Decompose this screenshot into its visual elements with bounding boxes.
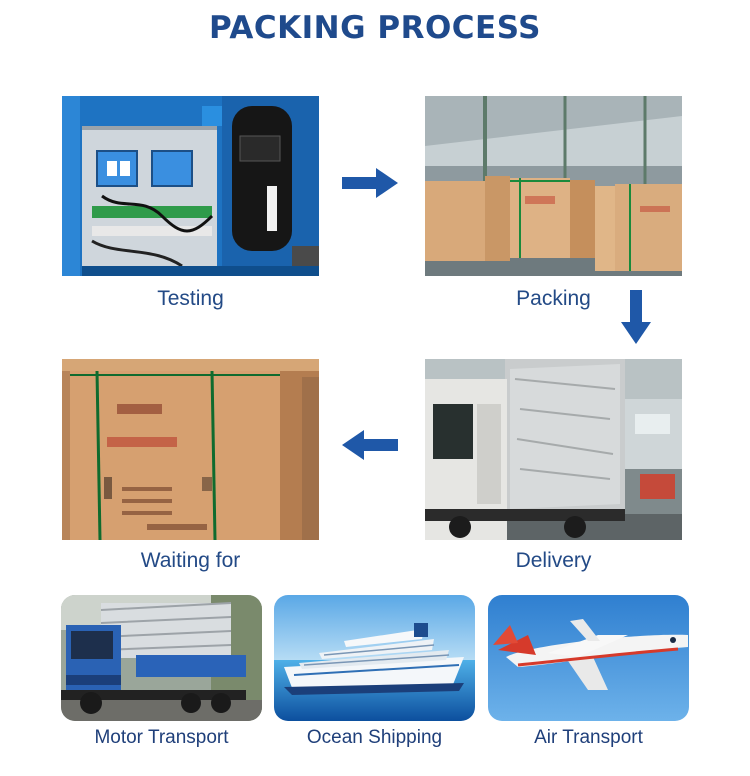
motor-transport-label: Motor Transport: [94, 727, 229, 748]
arrow-down-icon: [621, 290, 651, 344]
air-transport-label: Air Transport: [534, 727, 643, 748]
ocean-shipping-label: Ocean Shipping: [306, 727, 443, 748]
ocean-shipping-photo: [274, 595, 475, 721]
step-label-delivery: Delivery: [515, 549, 592, 572]
step-label-packing: Packing: [516, 287, 591, 310]
motor-transport-photo: [61, 595, 262, 721]
packing-photo: [425, 96, 682, 276]
page-title: PACKING PROCESS: [209, 10, 541, 46]
delivery-photo: [425, 359, 682, 540]
arrow-left-icon: [342, 430, 398, 460]
arrow-right-icon: [342, 168, 398, 198]
step-label-testing: Testing: [157, 287, 224, 310]
air-transport-photo: [488, 595, 689, 721]
testing-photo: [62, 96, 319, 276]
waiting-photo: [62, 359, 319, 540]
step-label-waiting: Waiting for: [140, 549, 241, 572]
